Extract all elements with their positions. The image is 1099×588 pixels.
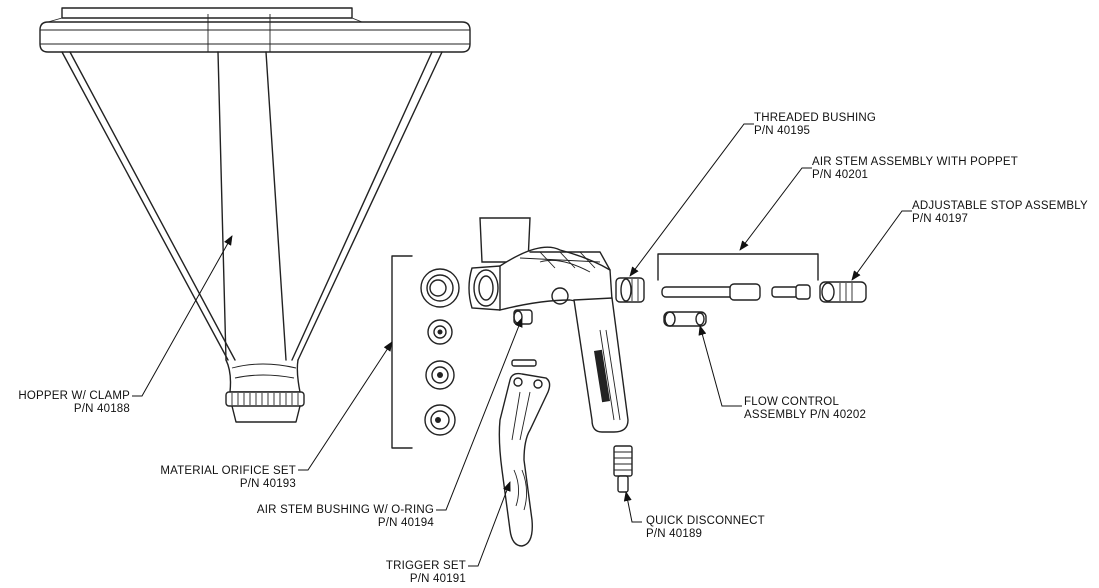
label-trigger-pn: P/N 40191 — [409, 573, 466, 585]
label-quick-disconnect: QUICK DISCONNECT P/N 40189 — [646, 515, 765, 541]
label-air-stem-bushing-pn: P/N 40194 — [377, 517, 434, 529]
label-hopper-name: HOPPER W/ CLAMP — [18, 390, 130, 402]
label-material-orifice: MATERIAL ORIFICE SET P/N 40193 — [90, 465, 296, 491]
label-threaded-bushing: THREADED BUSHING P/N 40195 — [754, 112, 876, 138]
label-quick-disconnect-name: QUICK DISCONNECT — [646, 515, 765, 527]
label-air-stem-bushing-name: AIR STEM BUSHING W/ O-RING — [256, 504, 434, 516]
gun-body-part — [468, 217, 629, 433]
label-threaded-bushing-name: THREADED BUSHING — [754, 112, 877, 124]
orifice-set-part — [391, 255, 460, 449]
label-adjustable-stop: ADJUSTABLE STOP ASSEMBLY P/N 40197 — [912, 200, 1088, 226]
quick-disconnect-part — [613, 445, 633, 493]
label-air-stem-name: AIR STEM ASSEMBLY WITH POPPET — [812, 156, 1019, 168]
label-adjustable-stop-pn: P/N 40197 — [912, 213, 969, 225]
leader-lines — [132, 123, 912, 567]
threaded-bushing-part — [615, 277, 645, 303]
label-flow-control: FLOW CONTROL ASSEMBLY P/N 40202 — [744, 396, 866, 422]
air-stem-bushing-part — [513, 309, 533, 325]
adjustable-stop-part — [819, 281, 867, 303]
hopper-part — [39, 7, 471, 423]
label-air-stem-bushing: AIR STEM BUSHING W/ O-RING P/N 40194 — [200, 504, 434, 530]
clamp-ridges — [231, 393, 299, 405]
label-trigger: TRIGGER SET P/N 40191 — [340, 560, 466, 586]
label-air-stem: AIR STEM ASSEMBLY WITH POPPET P/N 40201 — [812, 156, 1018, 182]
label-threaded-bushing-pn: P/N 40195 — [754, 125, 811, 137]
label-adjustable-stop-name: ADJUSTABLE STOP ASSEMBLY — [912, 200, 1088, 212]
label-hopper: HOPPER W/ CLAMP P/N 40188 — [0, 390, 130, 416]
label-air-stem-pn: P/N 40201 — [812, 169, 869, 181]
label-flow-control-name: FLOW CONTROL — [744, 396, 840, 408]
flow-control-part — [663, 311, 707, 327]
label-hopper-pn: P/N 40188 — [73, 403, 130, 415]
label-quick-disconnect-pn: P/N 40189 — [646, 528, 703, 540]
label-flow-control-pn: ASSEMBLY P/N 40202 — [744, 409, 867, 421]
label-material-orifice-pn: P/N 40193 — [239, 478, 296, 490]
air-stem-part — [657, 253, 819, 301]
label-trigger-name: TRIGGER SET — [385, 560, 466, 572]
label-material-orifice-name: MATERIAL ORIFICE SET — [160, 465, 296, 477]
trigger-part — [498, 359, 551, 547]
